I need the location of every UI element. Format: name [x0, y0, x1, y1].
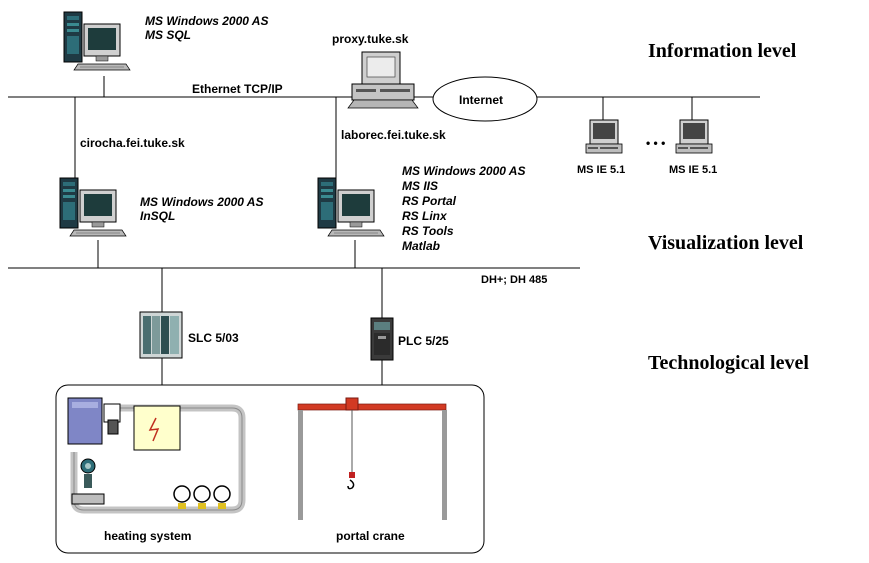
plc-label: PLC 5/25	[398, 334, 449, 348]
heating-system-icon	[67, 397, 246, 514]
internet-cloud	[432, 76, 538, 122]
mid-right-server-labels: MS Windows 2000 AS MS IIS RS Portal RS L…	[402, 164, 525, 254]
top-left-server-icon	[63, 11, 131, 71]
cirocha-hostname: cirocha.fei.tuke.sk	[80, 136, 185, 150]
portal-crane-label: portal crane	[336, 529, 405, 543]
visualization-level-title: Visualization level	[648, 232, 804, 254]
mid-right-server-icon	[317, 177, 385, 237]
technological-level-title: Technological level	[648, 352, 809, 374]
proxy-computer-icon	[347, 51, 419, 109]
slc-controller-icon	[139, 311, 183, 359]
internet-label: Internet	[459, 93, 504, 107]
mid-right-software-1: MS IIS	[402, 179, 439, 193]
mid-left-server-icon	[59, 177, 127, 237]
mid-right-software-3: RS Linx	[402, 209, 447, 223]
mid-right-software-5: Matlab	[402, 239, 441, 253]
top-left-server-os: MS Windows 2000 AS	[145, 14, 269, 28]
heating-system-label: heating system	[104, 529, 192, 543]
client-ellipsis: • • •	[646, 136, 666, 150]
mid-right-software-2: RS Portal	[402, 194, 457, 208]
ethernet-label: Ethernet TCP/IP	[192, 82, 283, 96]
client-left-icon	[585, 119, 623, 154]
top-left-server-db: MS SQL	[145, 28, 192, 42]
client-right-label: MS IE 5.1	[669, 164, 718, 176]
mid-right-software-0: MS Windows 2000 AS	[402, 164, 526, 178]
slc-label: SLC 5/03	[188, 331, 239, 345]
mid-right-software-4: RS Tools	[402, 224, 454, 238]
client-left-label: MS IE 5.1	[577, 164, 626, 176]
laborec-hostname: laborec.fei.tuke.sk	[341, 128, 446, 142]
fieldbus-label: DH+; DH 485	[481, 274, 548, 286]
mid-left-server-labels: MS Windows 2000 AS InSQL	[140, 195, 263, 223]
client-right-icon	[675, 119, 713, 154]
proxy-hostname: proxy.tuke.sk	[332, 32, 409, 46]
plc-controller-icon	[370, 317, 394, 361]
top-left-server-labels: MS Windows 2000 AS MS SQL	[145, 14, 268, 42]
mid-left-server-os: MS Windows 2000 AS	[140, 195, 264, 209]
mid-left-server-db: InSQL	[140, 209, 176, 223]
information-level-title: Information level	[648, 40, 797, 62]
portal-crane-icon	[297, 397, 447, 520]
